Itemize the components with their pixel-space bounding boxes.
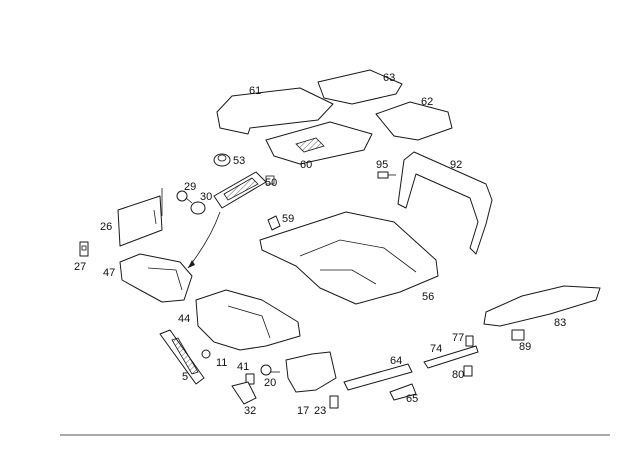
- callout-47: 47: [103, 267, 115, 279]
- part-56-rear-floor-assembly[interactable]: [259, 211, 439, 305]
- callout-74: 74: [430, 343, 442, 355]
- part-47-side-carpet[interactable]: [119, 253, 193, 303]
- callout-61: 61: [249, 85, 261, 97]
- part-50-label-box: [265, 175, 275, 185]
- part-83-sill-trim[interactable]: [483, 285, 601, 327]
- callout-26: 26: [100, 221, 112, 233]
- arrow-head: [188, 260, 195, 268]
- part-77-clip[interactable]: [465, 335, 474, 347]
- part-5-panel[interactable]: [159, 329, 205, 385]
- callout-64: 64: [390, 355, 402, 367]
- callout-77: 77: [452, 332, 464, 344]
- callout-29: 29: [184, 181, 196, 193]
- part-53-clip[interactable]: [213, 153, 231, 167]
- part-65-holder[interactable]: [389, 383, 417, 401]
- callout-20: 20: [264, 377, 276, 389]
- callout-11: 11: [216, 357, 227, 369]
- part-44-front-floor-carpet[interactable]: [195, 289, 301, 351]
- callout-17: 17: [297, 405, 309, 417]
- part-41-clip[interactable]: [245, 373, 255, 385]
- callout-labels: 5 11 17 20 23 26 27 29 30 32 41 44 47 50…: [74, 72, 566, 417]
- part-26-side-panel[interactable]: [117, 188, 163, 247]
- part-74-trim-strip[interactable]: [423, 345, 479, 369]
- part-20-bolt[interactable]: [260, 364, 280, 376]
- callout-30: 30: [200, 191, 212, 203]
- part-50-hatched-panel[interactable]: [213, 171, 267, 209]
- callout-60: 60: [300, 159, 312, 171]
- part-64-scuff-plate[interactable]: [343, 363, 413, 391]
- arrow-50-to-47: [187, 211, 221, 269]
- part-59-clip[interactable]: [267, 215, 281, 231]
- callout-92: 92: [450, 159, 462, 171]
- callout-27: 27: [74, 261, 86, 273]
- callout-53: 53: [233, 155, 245, 167]
- part-61-floor-mat[interactable]: [216, 87, 334, 135]
- part-95-screw[interactable]: [377, 171, 396, 179]
- part-17-lower-trim[interactable]: [285, 351, 337, 393]
- callout-50: 50: [265, 177, 277, 189]
- part-63-floor-mat[interactable]: [317, 69, 403, 105]
- callout-59: 59: [282, 213, 294, 225]
- part-62-floor-mat[interactable]: [375, 101, 453, 141]
- callout-95: 95: [376, 159, 388, 171]
- callout-32: 32: [244, 405, 256, 417]
- callout-62: 62: [421, 96, 433, 108]
- part-30-grommet[interactable]: [190, 201, 206, 215]
- callout-63: 63: [383, 72, 395, 84]
- part-60-floor-mat[interactable]: [265, 121, 373, 165]
- part-29-screw[interactable]: [176, 190, 193, 204]
- part-11-clip[interactable]: [201, 349, 211, 359]
- part-89-clip[interactable]: [511, 329, 525, 341]
- part-92-rear-frame[interactable]: [397, 151, 493, 255]
- callout-65: 65: [406, 393, 418, 405]
- part-23-clip[interactable]: [329, 395, 339, 409]
- callout-23: 23: [314, 405, 326, 417]
- callout-41: 41: [237, 361, 249, 373]
- part-80-clip[interactable]: [463, 365, 473, 377]
- callout-56: 56: [422, 291, 434, 303]
- callout-80: 80: [452, 369, 464, 381]
- callout-89: 89: [519, 341, 531, 353]
- part-32-bracket[interactable]: [231, 381, 257, 405]
- callout-44: 44: [178, 313, 190, 325]
- part-27-clip[interactable]: [79, 241, 89, 257]
- callout-83: 83: [554, 317, 566, 329]
- callout-5: 5: [182, 371, 188, 383]
